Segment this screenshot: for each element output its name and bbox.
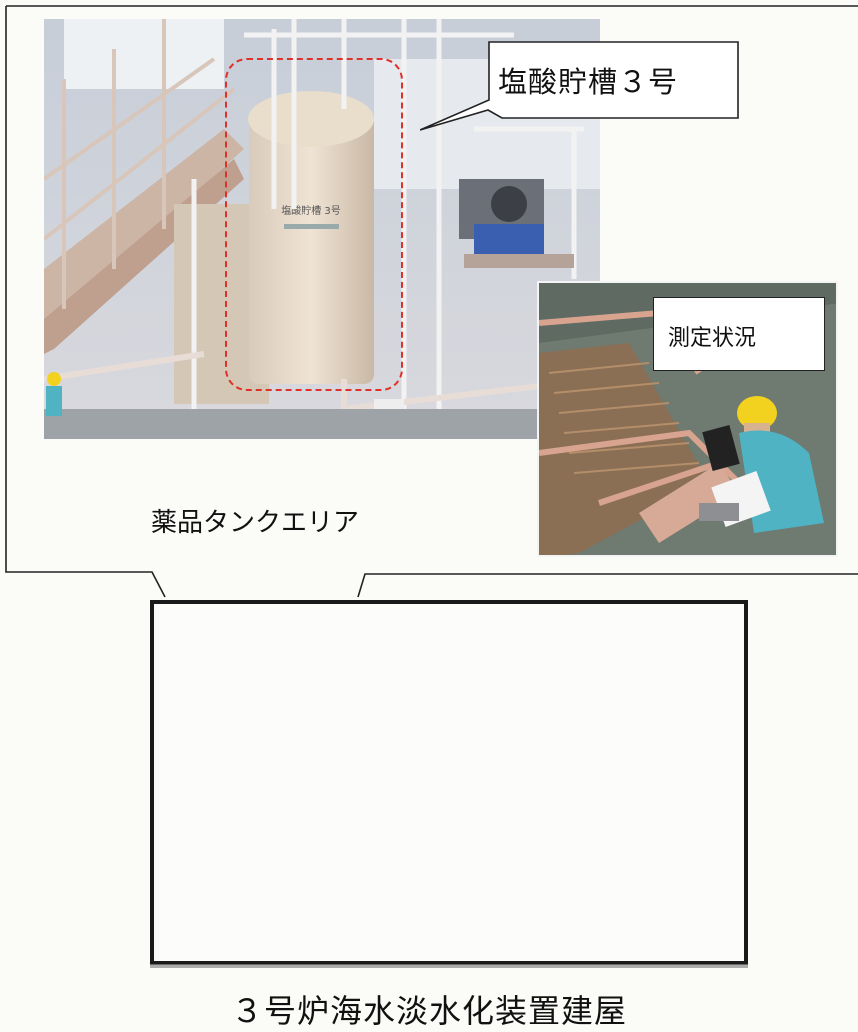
inset-label-box <box>653 297 825 371</box>
tank-label-callout <box>420 41 739 131</box>
inset-label: 測定状況 <box>668 326 757 351</box>
building-frame <box>150 600 748 965</box>
area-label: 薬品タンクエリア <box>151 508 360 538</box>
building-caption: ３号炉海水淡水化装置建屋 <box>230 992 627 1030</box>
tank-highlight <box>225 58 403 391</box>
tank-label: 塩酸貯槽３号 <box>498 65 679 99</box>
frame-shadow <box>150 964 748 968</box>
